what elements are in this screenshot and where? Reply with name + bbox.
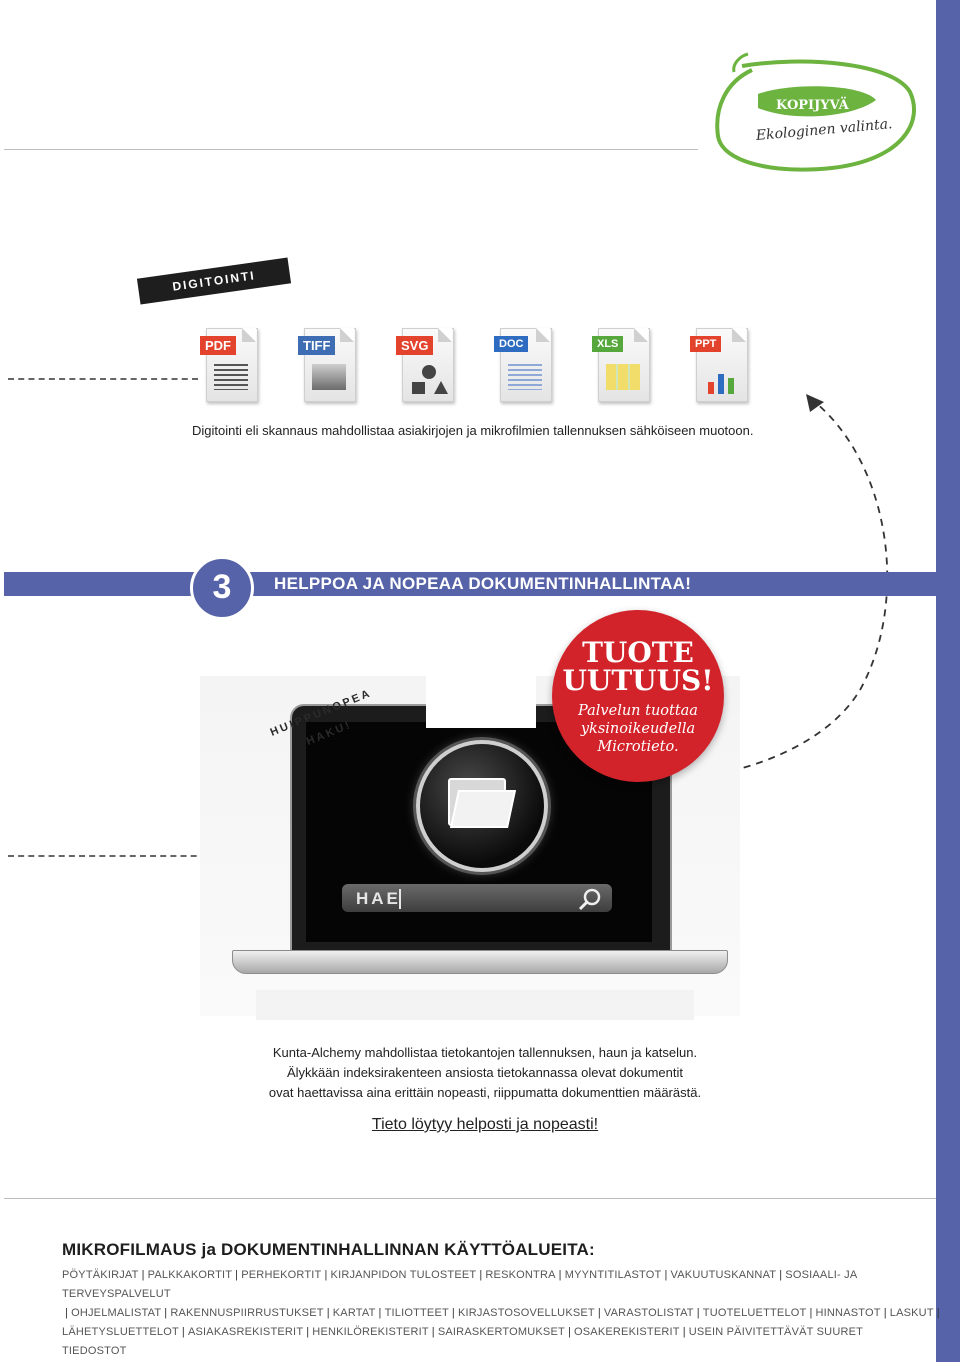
- laptop-reflection: [256, 990, 694, 1020]
- separator: |: [181, 1326, 185, 1338]
- badge-subtext: Palvelun tuottaa yksinoikeudella Microti…: [578, 703, 698, 755]
- uses-list: PÖYTÄKIRJAT|PALKKAKORTIT|PERHEKORTIT|KIR…: [62, 1266, 940, 1361]
- use-item: TILIOTTEET: [384, 1307, 449, 1319]
- logo-text: KOPIJYVÄ: [776, 98, 849, 113]
- svg-tag: SVG: [396, 336, 434, 355]
- description-line-2: Älykkään indeksirakenteen ansiosta tieto…: [286, 1065, 684, 1080]
- use-item: HENKILÖREKISTERIT: [312, 1326, 429, 1338]
- use-item: RESKONTRA: [485, 1269, 556, 1281]
- uses-title: MIKROFILMAUS ja DOKUMENTINHALLINNAN KÄYT…: [62, 1240, 595, 1259]
- separator: |: [779, 1269, 783, 1281]
- use-item: SAIRASKERTOMUKSET: [437, 1326, 565, 1338]
- use-item: LASKUT: [889, 1307, 934, 1319]
- tiff-tag: TIFF: [298, 336, 336, 355]
- xls-file-icon: XLS: [588, 324, 650, 402]
- use-item: VARASTOLISTAT: [603, 1307, 694, 1319]
- use-item: TUOTELUETTELOT: [702, 1307, 807, 1319]
- folder-icon: [448, 772, 517, 828]
- uses-row-2: |OHJELMALISTAT|RAKENNUSPIIRRUSTUKSET|KAR…: [62, 1304, 940, 1323]
- use-item: PÖYTÄKIRJAT: [62, 1269, 139, 1281]
- digitointi-label: DIGITOINTI: [136, 257, 292, 305]
- uses-row-3: LÄHETYSLUETTELOT|ASIAKASREKISTERIT|HENKI…: [62, 1323, 922, 1361]
- separator: |: [141, 1269, 145, 1281]
- doc-tag: DOC: [494, 336, 529, 352]
- use-item: MYYNTITILASTOT: [564, 1269, 662, 1281]
- separator: |: [306, 1326, 310, 1338]
- tagline: Tieto löytyy helposti ja nopeasti!: [371, 1116, 599, 1133]
- separator: |: [479, 1269, 483, 1281]
- laptop-base: [232, 950, 728, 974]
- section-title: HELPPOA JA NOPEAA DOKUMENTINHALLINTAA!: [274, 574, 692, 593]
- use-item: OSAKEREKISTERIT: [574, 1326, 680, 1338]
- use-item: KIRJANPIDON TULOSTEET: [330, 1269, 477, 1281]
- use-item: LÄHETYSLUETTELOT: [62, 1326, 179, 1338]
- separator: |: [558, 1269, 562, 1281]
- use-item: USEIN PÄIVITETTÄVÄT SUURET TIEDOSTOT: [62, 1326, 863, 1357]
- separator: |: [597, 1307, 601, 1319]
- dashed-line-laptop: [8, 855, 288, 857]
- use-item: PERHEKORTIT: [241, 1269, 322, 1281]
- badge-line2: UUTUUS!: [562, 664, 714, 697]
- search-label: HAE: [356, 889, 401, 908]
- magnifier-icon[interactable]: [578, 887, 602, 911]
- section-number: 3: [190, 556, 254, 620]
- bottom-divider: [4, 1198, 936, 1199]
- description-line-3: ovat haettavissa aina erittäin nopeasti,…: [268, 1085, 702, 1100]
- separator: |: [451, 1307, 455, 1319]
- separator: |: [567, 1326, 571, 1338]
- kopijyva-logo: [712, 52, 922, 176]
- separator: |: [431, 1326, 435, 1338]
- separator: |: [883, 1307, 887, 1319]
- separator: |: [936, 1307, 940, 1319]
- tiff-file-icon: TIFF: [294, 324, 356, 402]
- pdf-file-icon: PDF: [196, 324, 258, 402]
- separator: |: [682, 1326, 686, 1338]
- use-item: RAKENNUSPIIRRUSTUKSET: [170, 1307, 324, 1319]
- doc-file-icon: DOC: [490, 324, 552, 402]
- use-item: ASIAKASREKISTERIT: [187, 1326, 304, 1338]
- xls-tag: XLS: [592, 336, 624, 352]
- separator: |: [65, 1307, 69, 1319]
- separator: |: [326, 1307, 330, 1319]
- file-type-icons: PDF TIFF SVG DOC XLS PPT: [196, 324, 786, 406]
- separator: |: [324, 1269, 328, 1281]
- section-band: [4, 572, 936, 596]
- separator: |: [235, 1269, 239, 1281]
- top-divider: [4, 149, 698, 150]
- use-item: HINNASTOT: [815, 1307, 881, 1319]
- pdf-tag: PDF: [200, 336, 236, 355]
- search-bar[interactable]: [342, 884, 612, 912]
- alchemy-description: Kunta-Alchemy mahdollistaa tietokantojen…: [200, 1043, 770, 1103]
- search-cursor: [399, 889, 401, 909]
- use-item: OHJELMALISTAT: [71, 1307, 162, 1319]
- separator: |: [664, 1269, 668, 1281]
- separator: |: [378, 1307, 382, 1319]
- badge-line1: TUOTE: [582, 636, 694, 669]
- use-item: KARTAT: [332, 1307, 376, 1319]
- description-line-1: Kunta-Alchemy mahdollistaa tietokantojen…: [272, 1045, 698, 1060]
- use-item: PALKKAKORTIT: [147, 1269, 233, 1281]
- separator: |: [164, 1307, 168, 1319]
- ppt-file-icon: PPT: [686, 324, 748, 402]
- uses-row-1: PÖYTÄKIRJAT|PALKKAKORTIT|PERHEKORTIT|KIR…: [62, 1266, 922, 1304]
- ppt-tag: PPT: [690, 336, 722, 352]
- right-side-bar: [936, 0, 960, 1362]
- svg-file-icon: SVG: [392, 324, 454, 402]
- tuote-uutuus-badge: TUOTE UUTUUS! Palvelun tuottaa yksinoike…: [552, 610, 724, 782]
- separator: |: [809, 1307, 813, 1319]
- separator: |: [696, 1307, 700, 1319]
- use-item: VAKUUTUSKANNAT: [670, 1269, 777, 1281]
- use-item: KIRJASTOSOVELLUKSET: [457, 1307, 595, 1319]
- use-item: SOSIAALI- JA TERVEYSPALVELUT: [62, 1269, 857, 1300]
- dashed-line-digitointi: [8, 378, 198, 380]
- screen-notch: [426, 676, 536, 728]
- digitointi-description: Digitointi eli skannaus mahdollistaa asi…: [192, 423, 754, 438]
